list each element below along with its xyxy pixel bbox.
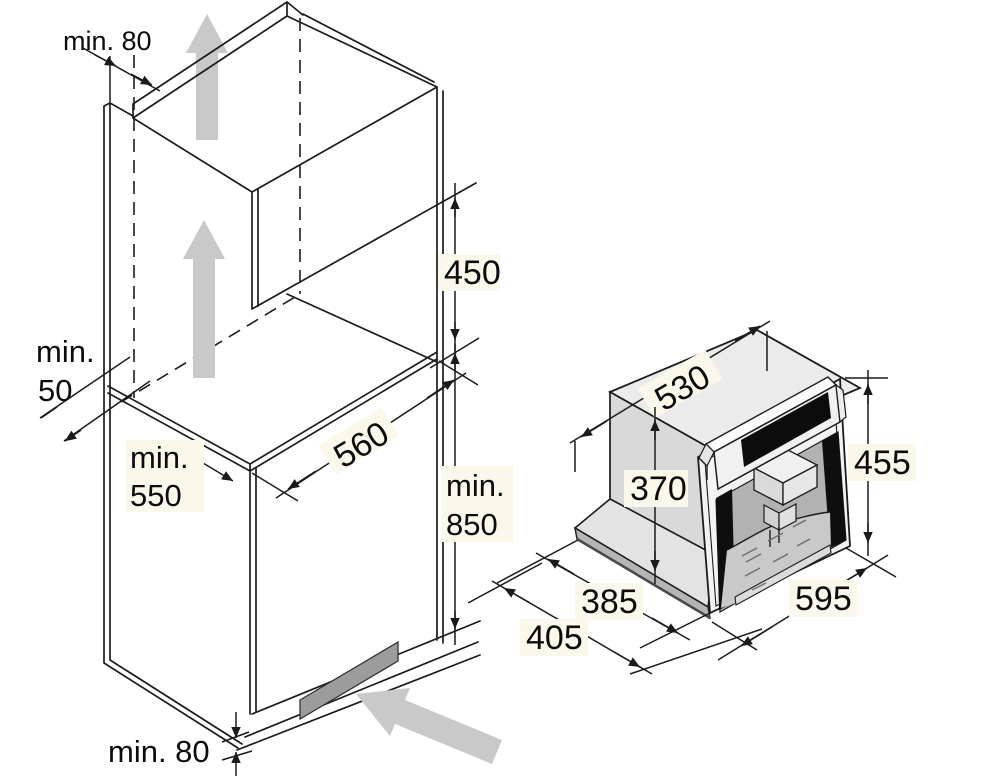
dim-label-bottom-clearance: min. 80 — [108, 734, 210, 769]
dim-label-body-depth: 385 — [581, 583, 638, 621]
dim-front-height: 455 — [845, 370, 916, 578]
dim-bottom-clearance: min. 80 — [108, 712, 253, 776]
dim-front-width: 595 — [711, 554, 889, 661]
dim-label-side-clearance-prefix: min. — [36, 334, 95, 369]
dim-side-clearance: min. 50 — [36, 334, 151, 441]
dim-label-body-height: 370 — [630, 470, 687, 508]
dim-label-front-height: 455 — [854, 444, 911, 482]
vent-grille — [299, 640, 399, 721]
dim-label-upper-niche-height: 450 — [444, 254, 501, 292]
appliance-figure: 530 370 455 595 — [467, 320, 916, 675]
dim-label-lower-niche-value: 850 — [446, 507, 498, 542]
dim-body-depth: 385 — [496, 539, 713, 649]
cabinet-left-panel — [103, 102, 243, 749]
dim-label-total-depth: 405 — [526, 619, 583, 657]
dim-body-height: 370 — [624, 407, 688, 584]
airflow-up-icon — [183, 220, 225, 378]
dim-label-lower-niche-prefix: min. — [446, 468, 505, 503]
dim-label-depth-value: 550 — [130, 478, 182, 513]
dim-top-clearance: min. 80 — [63, 26, 161, 103]
display-panel — [741, 392, 831, 467]
interior-highlights — [741, 519, 811, 591]
dim-cabinet-depth: min. 550 — [126, 440, 234, 513]
dim-lower-niche-height: min. 850 — [441, 344, 513, 645]
coffee-spout — [752, 449, 819, 547]
dim-label-front-width: 595 — [795, 580, 852, 618]
cabinet-figure: min. 80 min. 50 min. 550 560 — [36, 1, 513, 776]
wall-corner-dashed — [120, 18, 301, 403]
upper-cabinet-box — [132, 1, 477, 644]
drip-tray-front — [734, 544, 832, 606]
dim-label-top-clearance: min. 80 — [63, 26, 152, 56]
middle-shelf — [107, 351, 438, 472]
dim-upper-niche-height: 450 — [429, 183, 501, 369]
airflow-up-icon — [186, 14, 228, 140]
control-bar-right-cap — [835, 383, 847, 424]
dim-niche-width: 560 — [251, 360, 479, 502]
insert-direction-icon — [356, 688, 502, 764]
dim-label-side-clearance-value: 50 — [38, 373, 72, 408]
control-bar — [698, 376, 847, 491]
dim-total-depth: 405 — [467, 562, 763, 675]
dim-label-depth-prefix: min. — [130, 440, 189, 475]
